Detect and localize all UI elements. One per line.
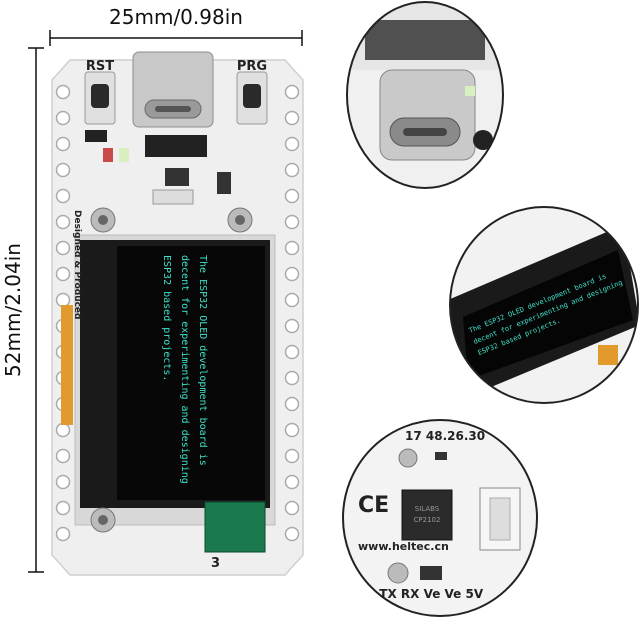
pin-hole [284, 188, 300, 204]
pin-hole [284, 396, 300, 412]
pin-hole [55, 136, 71, 152]
pin-hole [284, 500, 300, 516]
closeup-numbers: 17 48.26.30 [405, 429, 485, 443]
pin-hole [284, 214, 300, 230]
detail-oled-closeup: The ESP32 OLED development board is dece… [448, 205, 640, 405]
pin-hole [55, 526, 71, 542]
pin-hole [55, 422, 71, 438]
heltec-url: www.heltec.cn [358, 540, 449, 553]
detail-usb-closeup [345, 0, 505, 190]
pin-hole [55, 474, 71, 490]
corner-mark: 3 [211, 556, 220, 571]
pin-hole [55, 110, 71, 126]
chip-text-2: CP2102 [414, 516, 441, 524]
rst-label: RST [86, 59, 114, 74]
rst-button[interactable] [84, 71, 116, 125]
pin-hole [284, 318, 300, 334]
pin-hole [284, 240, 300, 256]
pin-hole [55, 188, 71, 204]
pin-hole [55, 292, 71, 308]
usb-c-connector [132, 51, 214, 128]
pin-hole [284, 292, 300, 308]
prg-button[interactable] [236, 71, 268, 125]
oled-screen [117, 246, 265, 500]
designed-text: Designed & Produced [72, 210, 82, 319]
chip-text-1: SILABS [415, 505, 440, 513]
pin-hole [55, 84, 71, 100]
tape-strip [61, 305, 73, 425]
smd-components [85, 130, 231, 205]
detail-chip-closeup: 17 48.26.30 CE SILABS CP2102 www.heltec.… [340, 418, 540, 617]
pin-hole [284, 422, 300, 438]
pin-hole [284, 136, 300, 152]
pin-hole [284, 162, 300, 178]
pin-hole [284, 110, 300, 126]
pin-hole [284, 448, 300, 464]
pin-hole [284, 370, 300, 386]
height-dimension: 52mm/2.04in [0, 40, 50, 580]
pin-hole [55, 500, 71, 516]
pin-hole [284, 84, 300, 100]
esp32-board: RST PRG 3 Designed & Produc [45, 50, 310, 580]
pin-hole [284, 266, 300, 282]
pin-hole [284, 474, 300, 490]
display-ribbon [204, 501, 266, 553]
usb-bridge-chip [401, 489, 453, 541]
pin-hole [284, 344, 300, 360]
prg-label: PRG [237, 59, 267, 74]
width-dimension: 25mm/0.98in [40, 0, 310, 50]
height-label: 52mm/2.04in [1, 243, 25, 377]
pin-hole [55, 240, 71, 256]
pin-hole [284, 526, 300, 542]
pin-header-right [284, 84, 300, 542]
ce-mark: CE [358, 493, 389, 518]
pin-hole [55, 266, 71, 282]
pin-hole [55, 214, 71, 230]
pin-labels: SI TX RX Ve Ve 5V [362, 587, 484, 601]
width-label: 25mm/0.98in [109, 5, 243, 29]
pin-hole [55, 448, 71, 464]
pin-hole [55, 162, 71, 178]
